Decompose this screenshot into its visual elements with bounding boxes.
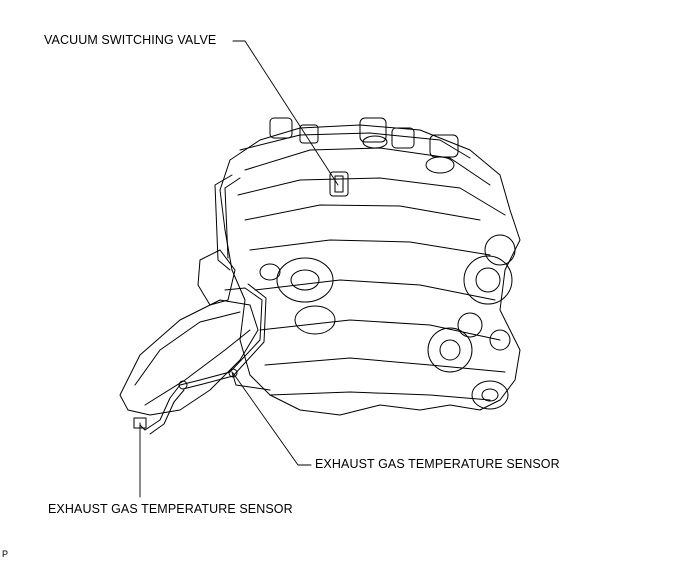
vacuum-switching-valve bbox=[329, 171, 349, 197]
leader-vsv bbox=[232, 40, 339, 186]
engine-block bbox=[219, 124, 521, 416]
catalytic-converter bbox=[119, 249, 259, 416]
intake-manifold bbox=[214, 117, 459, 271]
exhaust-gas-temperature-sensor-label-left: EXHAUST GAS TEMPERATURE SENSOR bbox=[48, 502, 293, 516]
exhaust-gas-temperature-sensor-label-right: EXHAUST GAS TEMPERATURE SENSOR bbox=[315, 457, 560, 471]
leader-egt-right bbox=[232, 372, 312, 466]
pulleys bbox=[427, 234, 516, 410]
sensor-pipes bbox=[133, 283, 271, 435]
vacuum-switching-valve-label: VACUUM SWITCHING VALVE bbox=[44, 33, 217, 47]
leader-lines bbox=[139, 40, 339, 498]
figure-code: P bbox=[2, 549, 9, 559]
turbocharger bbox=[259, 257, 336, 335]
